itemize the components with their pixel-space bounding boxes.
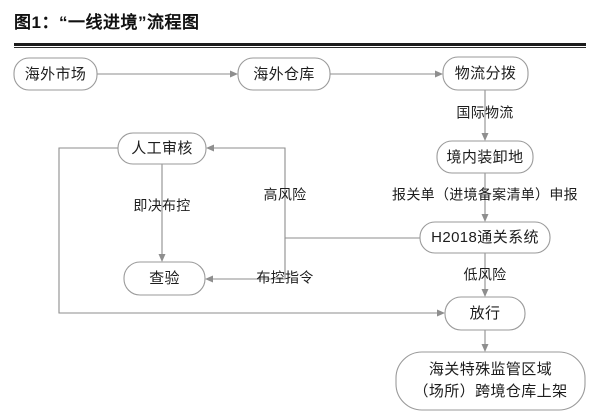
edge-warehouse-to-sorting bbox=[330, 70, 443, 78]
edge-label-high-risk: 高风险 bbox=[264, 187, 307, 203]
edge-labels-layer: 国际物流 报关单（进境备案清单）申报 低风险 高风险 布控指令 即决布控 bbox=[133, 105, 578, 286]
edge-h2018-to-manual-review bbox=[206, 144, 420, 239]
node-label-h2018-system: H2018通关系统 bbox=[431, 229, 539, 246]
title-rule-thin bbox=[14, 47, 586, 48]
edge-sorting-to-loading bbox=[481, 90, 489, 141]
node-label-overseas-market: 海外市场 bbox=[25, 66, 87, 83]
edges-layer bbox=[58, 70, 489, 352]
node-label-release: 放行 bbox=[470, 305, 501, 322]
edge-market-to-warehouse bbox=[97, 70, 238, 78]
title-rule bbox=[14, 43, 586, 46]
node-inspection[interactable]: 查验 bbox=[123, 261, 206, 296]
node-label-bonded-warehouse-line1: 海关特殊监管区域 bbox=[429, 361, 552, 378]
nodes-layer: 海外市场 海外仓库 物流分拨 境内装卸地 H2018通关系统 放行 bbox=[13, 56, 586, 411]
node-label-domestic-loading: 境内装卸地 bbox=[446, 148, 523, 166]
edge-label-international-logistics: 国际物流 bbox=[456, 105, 513, 121]
edge-label-low-risk: 低风险 bbox=[464, 267, 507, 283]
node-h2018-system[interactable]: H2018通关系统 bbox=[419, 221, 551, 254]
node-domestic-loading[interactable]: 境内装卸地 bbox=[436, 140, 534, 174]
edge-label-declaration: 报关单（进境备案清单）申报 bbox=[392, 187, 578, 203]
node-overseas-market[interactable]: 海外市场 bbox=[13, 57, 98, 91]
edge-manual-review-to-release bbox=[58, 147, 445, 317]
node-logistics-sorting[interactable]: 物流分拨 bbox=[442, 56, 529, 91]
node-label-overseas-warehouse: 海外仓库 bbox=[253, 66, 315, 83]
node-release[interactable]: 放行 bbox=[444, 296, 526, 331]
node-bonded-warehouse[interactable]: 海关特殊监管区域 （场所）跨境仓库上架 bbox=[395, 351, 586, 411]
edge-manual-review-to-inspection bbox=[158, 164, 166, 262]
node-label-logistics-sorting: 物流分拨 bbox=[455, 65, 517, 82]
edge-label-control-order: 布控指令 bbox=[256, 270, 313, 286]
figure-title: 图1：“一线进境”流程图 bbox=[14, 13, 200, 32]
edge-release-to-bonded bbox=[481, 330, 489, 352]
node-manual-review[interactable]: 人工审核 bbox=[117, 132, 207, 165]
edge-loading-to-h2018 bbox=[481, 173, 489, 222]
edge-h2018-to-release bbox=[481, 253, 489, 297]
node-label-bonded-warehouse-line2: （场所）跨境仓库上架 bbox=[413, 382, 567, 400]
node-overseas-warehouse[interactable]: 海外仓库 bbox=[237, 57, 331, 91]
edge-control-order-to-inspection bbox=[205, 238, 286, 283]
edge-label-immediate-control: 即决布控 bbox=[133, 198, 190, 214]
node-label-inspection: 查验 bbox=[149, 270, 180, 287]
node-label-manual-review: 人工审核 bbox=[131, 140, 193, 157]
